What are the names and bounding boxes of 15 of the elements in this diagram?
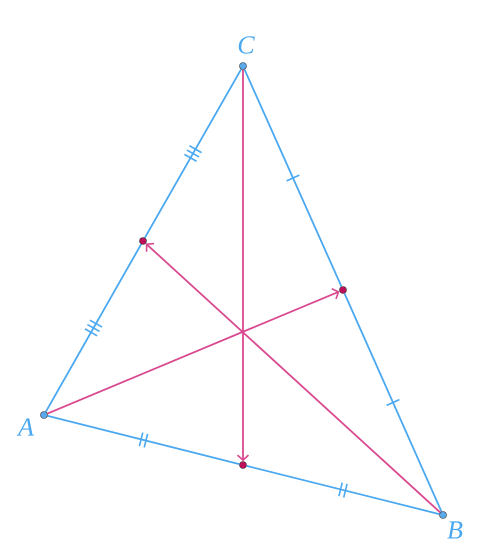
triangle-side	[45, 244, 142, 412]
median-arrow	[236, 70, 250, 462]
triangle-side	[144, 68, 242, 238]
triangle-side	[47, 415, 240, 465]
triangle-side	[344, 293, 442, 512]
triangle-side	[246, 465, 440, 515]
point-label: C	[238, 36, 255, 54]
point	[339, 286, 347, 294]
point-label: B	[447, 521, 462, 539]
point-label: A	[16, 418, 34, 436]
point	[239, 461, 247, 469]
triangle-side	[244, 69, 342, 287]
median-arrow	[47, 288, 340, 414]
point	[139, 237, 147, 245]
median-arrow	[146, 242, 441, 514]
